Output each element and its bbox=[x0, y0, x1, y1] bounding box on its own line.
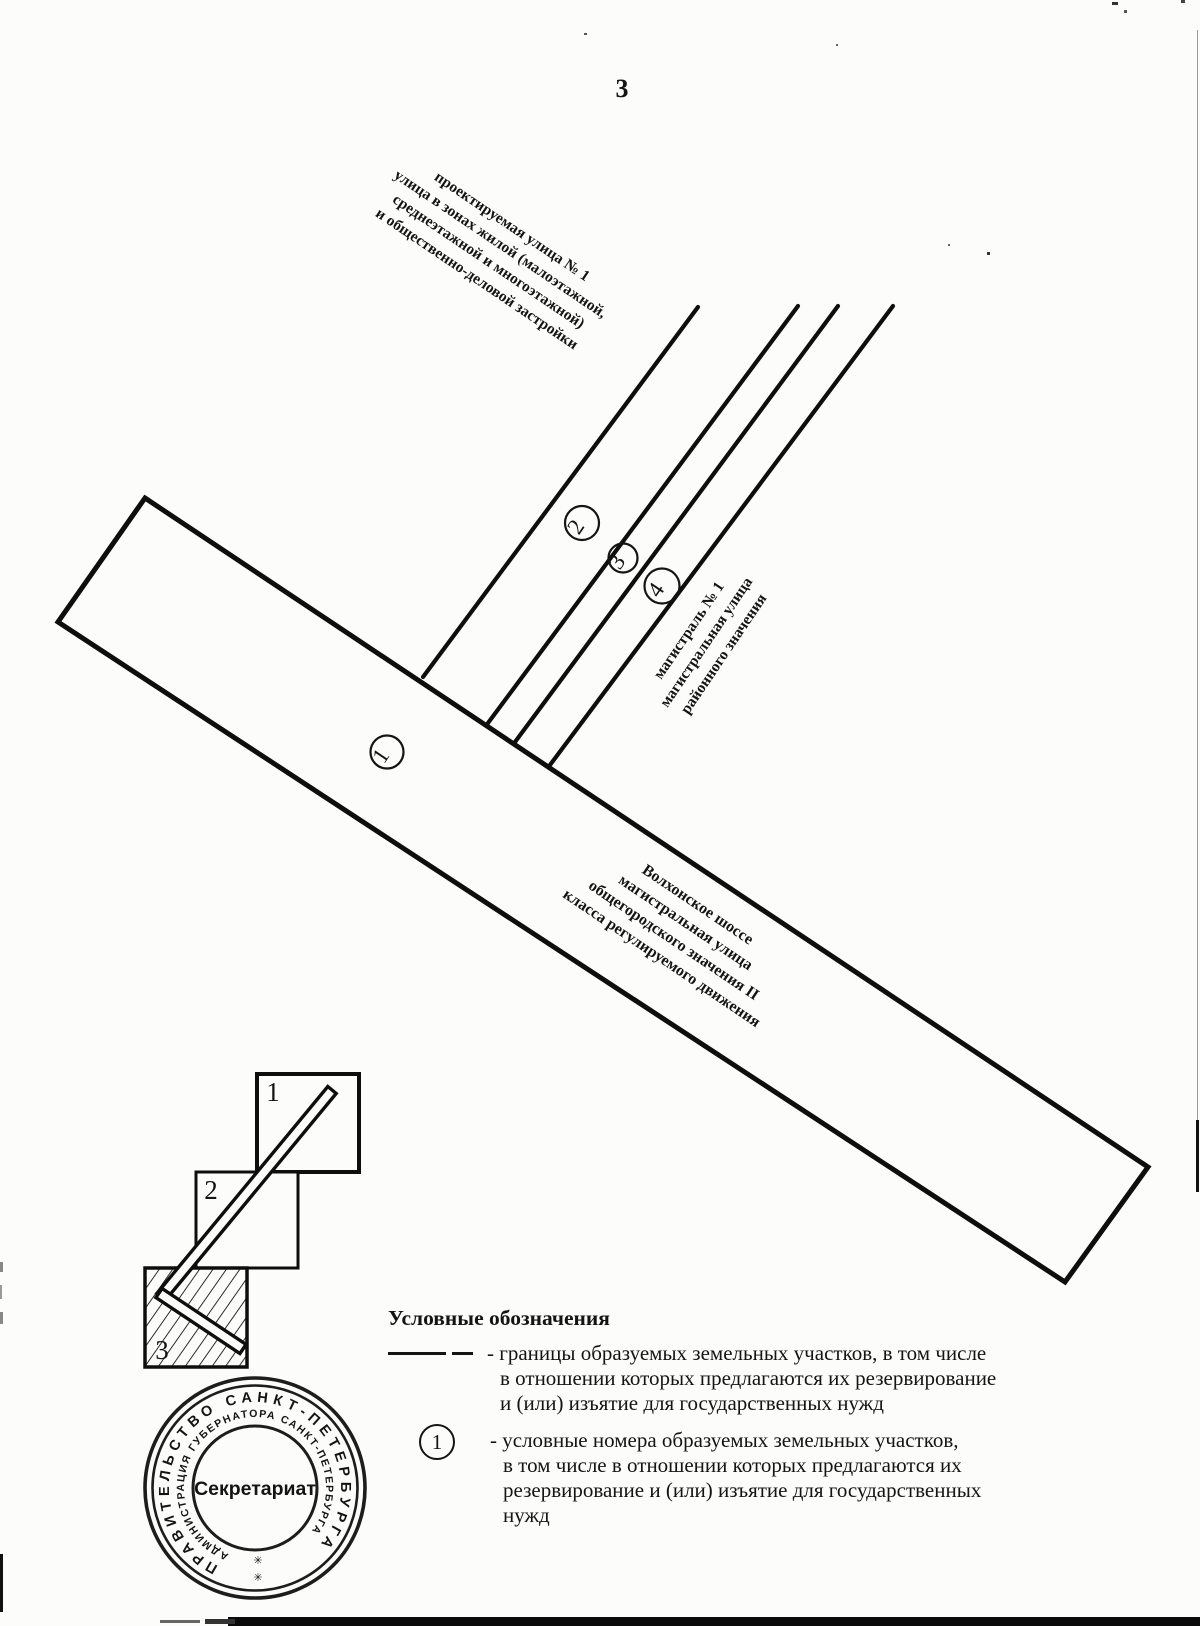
highway-band-outline bbox=[54, 494, 1152, 1286]
inset-road-corridor-cross bbox=[153, 1286, 249, 1356]
legend-title: Условные обозначения bbox=[388, 1306, 610, 1330]
parcel-number-markers bbox=[369, 504, 681, 770]
legend-parcel-number-symbol-digit: 1 bbox=[431, 1430, 443, 1454]
legend-number-line-1: - условные номера образуемых земельных у… bbox=[490, 1428, 959, 1452]
street-boundary-line-4 bbox=[547, 303, 896, 768]
scan-artifact-left-dots-1 bbox=[0, 1262, 3, 1272]
stamp-star-bottom: ✳ bbox=[253, 1572, 262, 1584]
street-boundary-line-3 bbox=[512, 303, 841, 745]
parcel-number-1: 1 bbox=[367, 744, 394, 768]
stamp-center-text: Секретариат bbox=[194, 1478, 316, 1500]
scan-artifact-bottom-strip bbox=[228, 1617, 1200, 1626]
street-boundary-line-1 bbox=[420, 304, 701, 680]
scan-artifact-bottom-strip-2 bbox=[205, 1619, 235, 1624]
parcel-circle-2 bbox=[563, 504, 601, 542]
legend-parcel-number-symbol: 1 bbox=[419, 1424, 455, 1460]
street-boundary-line-2 bbox=[485, 303, 801, 726]
scan-artifact-right-edge-dark bbox=[1196, 1120, 1199, 1192]
scan-artifact-left-dots-2 bbox=[0, 1285, 2, 1299]
scan-artifact-left-edge-bar bbox=[0, 1554, 3, 1612]
parcel-circle-4 bbox=[643, 567, 681, 605]
scan-artifact-speck-2 bbox=[1124, 10, 1127, 13]
scan-artifact-left-dots-3 bbox=[0, 1312, 3, 1324]
legend-number-line-3: резервирование и (или) изъятие для госуд… bbox=[503, 1478, 982, 1502]
volkhonskoye-highway-label: Волхонское шоссе магистральная улица общ… bbox=[560, 861, 764, 1031]
scan-artifact-speck-7 bbox=[948, 244, 950, 246]
legend-boundary-line-symbol bbox=[388, 1352, 446, 1355]
inset-square-label-1: 1 bbox=[266, 1077, 280, 1107]
stamp-outer-ring-inner bbox=[151, 1384, 359, 1592]
scan-artifact-bottom-strip-3 bbox=[160, 1620, 200, 1623]
parcel-circle-1 bbox=[369, 734, 405, 770]
page-number: 3 bbox=[615, 74, 629, 103]
inset-key-map: 1 2 3 bbox=[143, 1072, 361, 1369]
inset-square-label-2: 2 bbox=[204, 1175, 218, 1205]
legend-number-item-text: - условные номера образуемых земельных у… bbox=[490, 1428, 981, 1528]
parcel-number-2: 2 bbox=[562, 515, 589, 539]
inset-square-label-3: 3 bbox=[155, 1335, 169, 1365]
legend-boundary-line-symbol-2 bbox=[452, 1352, 473, 1355]
stamp-star-top: ✳ bbox=[253, 1555, 262, 1567]
official-stamp: ПРАВИТЕЛЬСТВО САНКТ-ПЕТЕРБУРГА АДМИНИСТР… bbox=[143, 1376, 367, 1600]
scan-artifact-speck-4 bbox=[987, 252, 990, 255]
scan-artifact-speck-6 bbox=[836, 44, 838, 46]
parcel-number-4: 4 bbox=[642, 578, 669, 602]
scan-artifact-speck-1 bbox=[1112, 2, 1118, 5]
street-boundary-lines bbox=[420, 303, 896, 768]
scan-artifact-speck-5 bbox=[584, 33, 587, 35]
legend-number-line-4: нужд bbox=[503, 1503, 550, 1527]
projected-street-label: проектируемая улица № 1 улица в зонах жи… bbox=[372, 166, 609, 353]
legend-boundary-item-text: - границы образуемых земельных участков,… bbox=[487, 1341, 996, 1416]
legend-boundary-line-2: в отношении которых предлагаются их резе… bbox=[500, 1366, 997, 1390]
stamp-inner-circle bbox=[191, 1424, 319, 1552]
parcel-circle-3 bbox=[607, 542, 639, 574]
legend-boundary-line-1: - границы образуемых земельных участков,… bbox=[487, 1341, 987, 1365]
stamp-outer-ring bbox=[143, 1376, 367, 1600]
legend-boundary-line-3: и (или) изъятие для государственных нужд bbox=[500, 1391, 884, 1415]
scan-artifact-speck-3 bbox=[1181, 0, 1185, 3]
scan-artifact-right-edge-line bbox=[1196, 30, 1198, 1122]
legend-number-line-2: в том числе в отношении которых предлага… bbox=[503, 1453, 962, 1477]
